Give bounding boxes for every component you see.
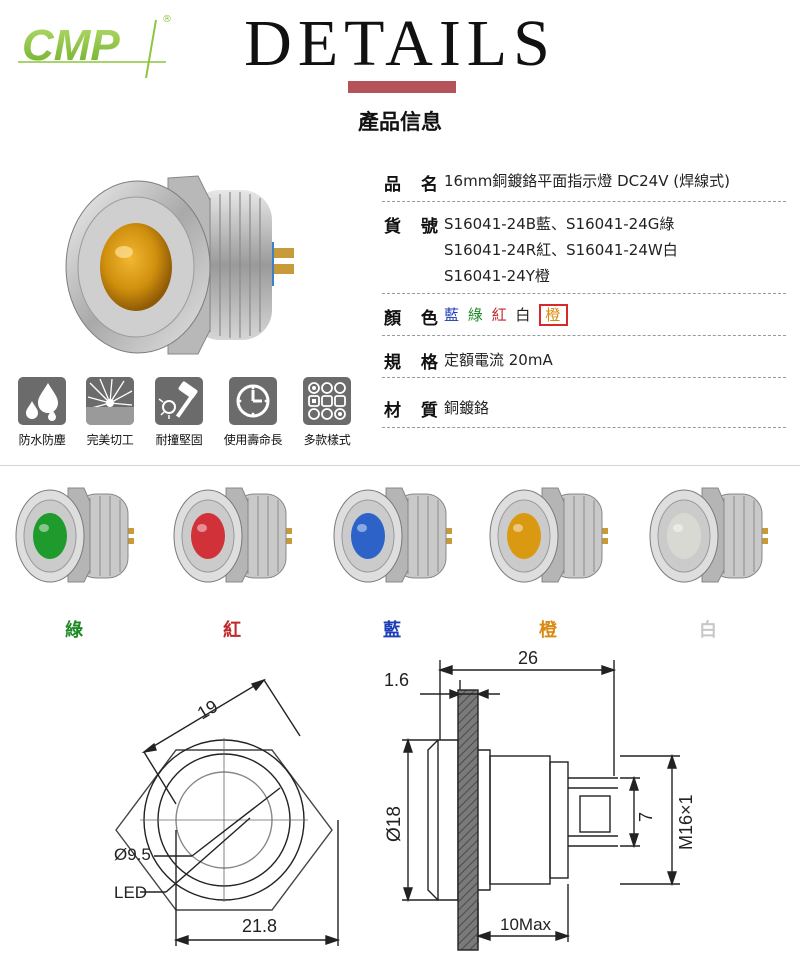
variant-label-red: 紅 xyxy=(223,620,241,641)
label-lens-diameter: Ø9.5 xyxy=(114,845,151,864)
feature-impact-resistant: 耐撞堅固 xyxy=(143,377,215,448)
spec-key: 規 格 xyxy=(384,353,445,373)
spec-key: 材 質 xyxy=(384,401,445,421)
dim-total-length: 26 xyxy=(518,648,538,668)
color-orange-highlighted: 橙 xyxy=(539,304,569,326)
variant-lens-orange xyxy=(507,513,541,559)
dim-diameter: Ø18 xyxy=(384,806,405,842)
variant-image-red xyxy=(173,487,292,583)
feature-precision-cut: 完美切工 xyxy=(74,377,146,448)
section-subtitle: 產品信息 xyxy=(358,110,442,134)
section-divider xyxy=(0,465,800,466)
spec-row-rating: 規 格 定額電流 20mA xyxy=(382,336,786,378)
page-title: DETAILS xyxy=(244,7,556,80)
spec-value-line: S16041-24R紅、S16041-24W白 xyxy=(444,241,678,259)
spec-value: 銅鍍鉻 xyxy=(444,399,490,417)
variant-lens-blue xyxy=(351,513,385,559)
clock-icon xyxy=(229,377,277,425)
variant-lens-green xyxy=(33,513,67,559)
variant-label-orange: 橙 xyxy=(539,620,557,641)
variant-image-blue xyxy=(333,487,452,583)
style-grid-icon xyxy=(303,377,351,425)
dim-flange: 1.6 xyxy=(384,670,409,690)
spec-row-material: 材 質 銅鍍鉻 xyxy=(382,378,786,428)
side-view-drawing: 26 1.6 Ø18 7 M16×1 10Max xyxy=(384,648,696,951)
feature-long-life: 使用壽命長 xyxy=(217,377,289,448)
spec-value: 定額電流 20mA xyxy=(444,351,553,369)
color-white: 白 xyxy=(515,306,533,324)
title-accent-bar xyxy=(348,81,456,93)
feature-label: 耐撞堅固 xyxy=(155,433,203,447)
product-hero-image xyxy=(65,175,294,355)
spec-value: 16mm銅鍍鉻平面指示燈 DC24V (焊線式) xyxy=(444,172,730,190)
variant-label-green: 綠 xyxy=(65,620,83,641)
color-red: 紅 xyxy=(491,306,509,324)
variant-lens-red xyxy=(191,513,225,559)
front-view-drawing: 19 21.8 Ø9.5 LED xyxy=(114,678,341,946)
hammer-impact-icon xyxy=(155,377,203,425)
registered-mark: ® xyxy=(162,14,172,25)
spec-row-color: 顏 色 藍 綠 紅 白 橙 xyxy=(382,294,786,336)
water-drops-icon xyxy=(18,377,66,425)
dim-width: 21.8 xyxy=(242,916,277,936)
dim-max-depth: 10Max xyxy=(500,915,552,934)
spec-row-name: 品 名 16mm銅鍍鉻平面指示燈 DC24V (焊線式) xyxy=(382,160,786,202)
variant-lens-white xyxy=(667,513,701,559)
variant-image-green xyxy=(15,487,134,583)
cut-burst-icon xyxy=(86,377,134,425)
feature-multiple-styles: 多款樣式 xyxy=(291,377,363,448)
color-blue: 藍 xyxy=(444,306,462,324)
spec-value-line: S16041-24Y橙 xyxy=(444,267,550,285)
variant-label-blue: 藍 xyxy=(383,620,401,641)
feature-label: 多款樣式 xyxy=(303,433,351,447)
spec-color-list: 藍 綠 紅 白 橙 xyxy=(444,303,569,327)
feature-waterproof: 防水防塵 xyxy=(6,377,78,448)
color-green: 綠 xyxy=(467,306,485,324)
spec-row-model: 貨 號 S16041-24B藍、S16041-24G綠 S16041-24R紅、… xyxy=(382,202,786,294)
feature-label: 使用壽命長 xyxy=(223,433,283,447)
spec-value-line: S16041-24B藍、S16041-24G綠 xyxy=(444,215,675,233)
label-led: LED xyxy=(114,883,147,902)
variant-image-white xyxy=(649,487,768,583)
feature-label: 防水防塵 xyxy=(18,433,66,447)
spec-key: 顏 色 xyxy=(384,309,445,329)
dim-pin-spacing: 7 xyxy=(636,812,656,822)
variant-label-white: 白 xyxy=(699,620,717,641)
cmp-logo: CMP ® xyxy=(18,14,172,79)
variant-image-orange xyxy=(489,487,608,583)
feature-label: 完美切工 xyxy=(86,433,134,447)
dim-thread: M16×1 xyxy=(676,794,696,850)
spec-key: 品 名 xyxy=(384,175,445,195)
spec-key: 貨 號 xyxy=(384,217,445,237)
